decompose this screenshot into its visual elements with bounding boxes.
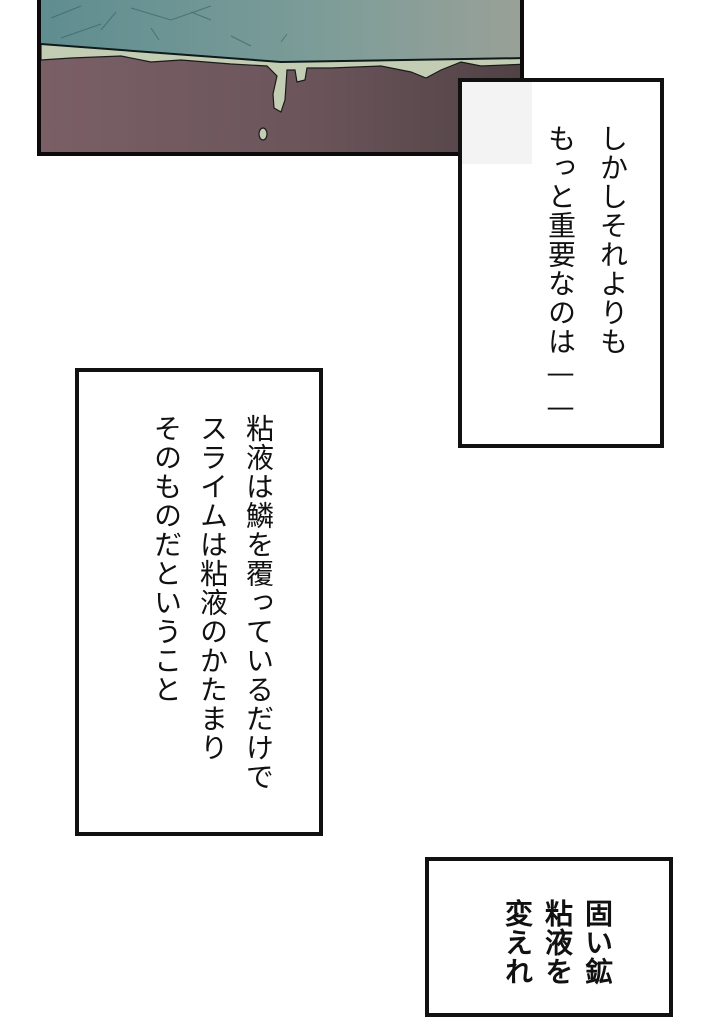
caption-line: 粘液は鱗を覆っているだけで xyxy=(242,414,275,791)
caption-line: スライムは粘液のかたまり xyxy=(196,414,229,762)
caption-text: 粘液は鱗を覆っているだけで スライムは粘液のかたまり そのものだということ xyxy=(143,414,281,791)
caption-line: 粘液を xyxy=(541,899,574,986)
caption-line: しかしそれよりも xyxy=(596,124,629,356)
caption-line: 固い鉱 xyxy=(581,899,614,986)
caption-line: そのものだということ xyxy=(150,414,183,704)
caption-line: もっと重要なのは—— xyxy=(544,124,577,424)
caption-box-2: 粘液は鱗を覆っているだけで スライムは粘液のかたまり そのものだということ xyxy=(75,368,323,836)
caption-box-3: 固い鉱 粘液を 変えれ xyxy=(425,857,673,1017)
caption-overlap-shade xyxy=(462,82,532,164)
caption-line: 変えれ xyxy=(501,899,534,986)
comic-panel-slime-wall xyxy=(37,0,524,156)
caption-text: しかしそれよりも もっと重要なのは—— xyxy=(534,124,638,424)
slime-drip-illustration xyxy=(41,0,520,141)
caption-text: 固い鉱 粘液を 変えれ xyxy=(497,899,617,986)
caption-box-1: しかしそれよりも もっと重要なのは—— xyxy=(458,78,664,448)
